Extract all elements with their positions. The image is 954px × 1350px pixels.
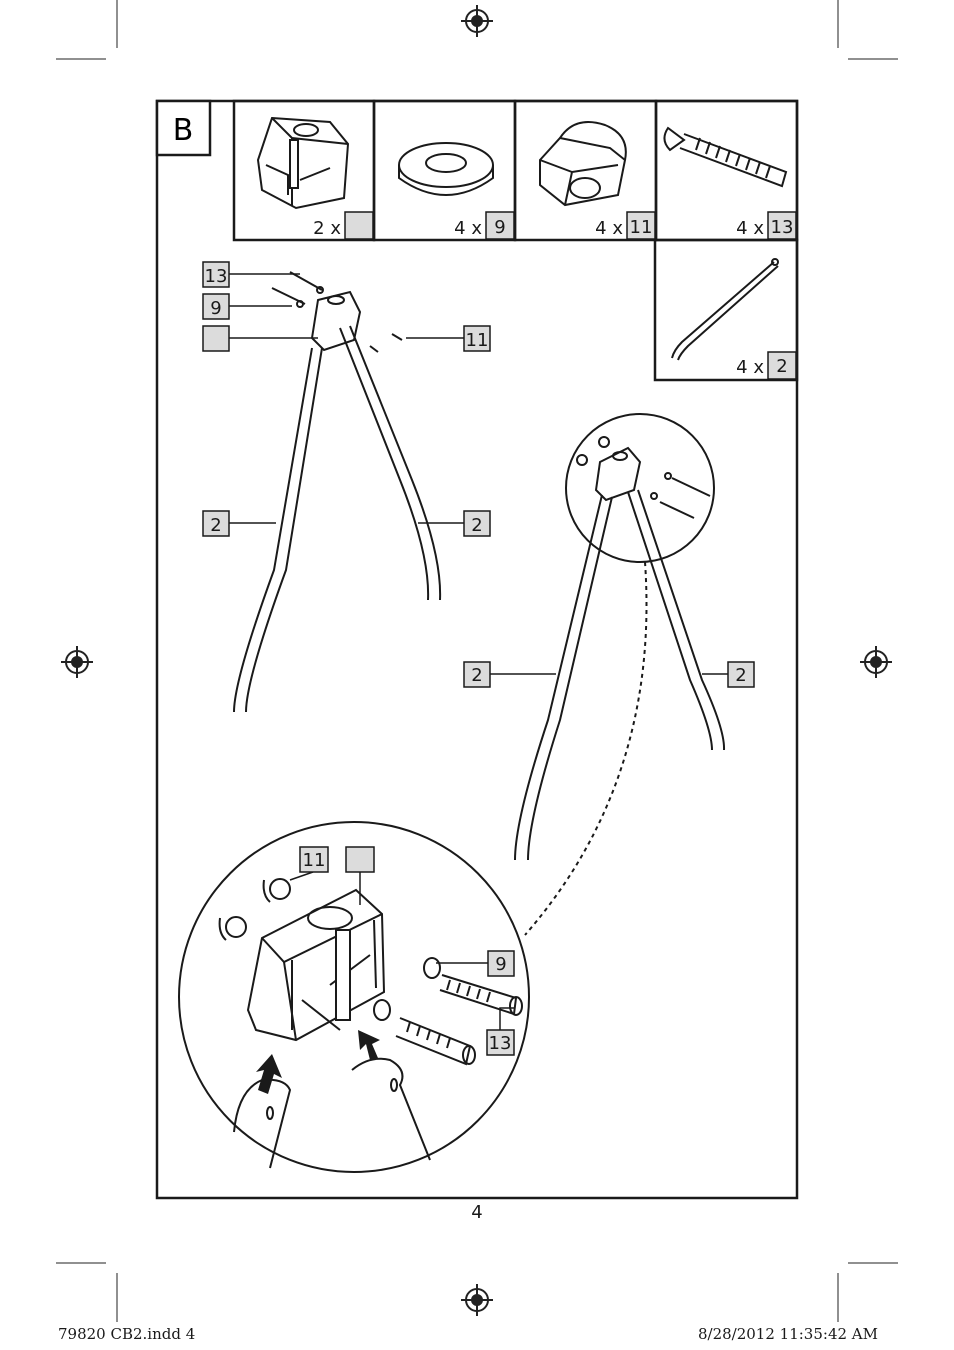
callout-leg-left: 2 [210, 515, 221, 536]
callout-lines-top [229, 273, 464, 524]
callout-bolt-ref: 13 [205, 266, 228, 287]
part-qty-washer: 4 x [454, 218, 482, 239]
part-qty-cap-nut: 4 x [595, 218, 623, 239]
registration-mark-bottom [461, 1284, 493, 1316]
bolt-icon [663, 126, 788, 188]
direction-arrows [256, 1030, 380, 1094]
callout-boxes-right [463, 661, 755, 688]
section-label-box [155, 99, 212, 157]
part-qty-bracket: 2 x [313, 218, 341, 239]
registration-mark-top [461, 5, 493, 37]
assembled-stand-icon [514, 413, 726, 936]
detail-bolt-ref: 13 [489, 1033, 512, 1054]
part-ref-bolt: 13 [771, 217, 794, 238]
crop-marks [56, 0, 898, 1322]
washer-icon [398, 142, 494, 196]
print-slug-timestamp: 8/28/2012 11:35:42 AM [697, 1325, 878, 1343]
cap-nut-icon [539, 121, 627, 207]
section-label: B [173, 113, 194, 148]
part-ref-cap-nut: 11 [630, 217, 653, 238]
print-slug-file: 79820 CB2.indd 4 [58, 1325, 196, 1343]
detail-washer-ref: 9 [495, 954, 506, 975]
part-ref-washer: 9 [494, 217, 505, 238]
callout-stand-leg-right: 2 [735, 665, 746, 686]
callout-boxes-top [202, 261, 491, 537]
detail-view-icon [178, 821, 530, 1173]
exploded-assembly-icon [233, 271, 442, 713]
detail-nut-ref: 11 [303, 850, 326, 871]
callout-stand-leg-left: 2 [471, 665, 482, 686]
part-qty-leg: 4 x [736, 357, 764, 378]
registration-mark-left [61, 646, 93, 678]
page-number: 4 [471, 1202, 483, 1223]
part-ref-boxes [344, 211, 797, 380]
leg-icon [671, 258, 779, 361]
bracket-icon [256, 116, 350, 210]
instruction-frame [155, 99, 799, 1200]
part-ref-leg: 2 [776, 356, 787, 377]
registration-mark-right [860, 646, 892, 678]
parts-row [232, 99, 799, 382]
callout-lines-detail [289, 871, 514, 1030]
part-qty-bolt: 4 x [736, 218, 764, 239]
callout-washer-ref: 9 [210, 298, 221, 319]
callout-nut-ref: 11 [466, 330, 489, 351]
callout-boxes-detail [299, 846, 515, 1056]
callout-leg-right: 2 [471, 515, 482, 536]
